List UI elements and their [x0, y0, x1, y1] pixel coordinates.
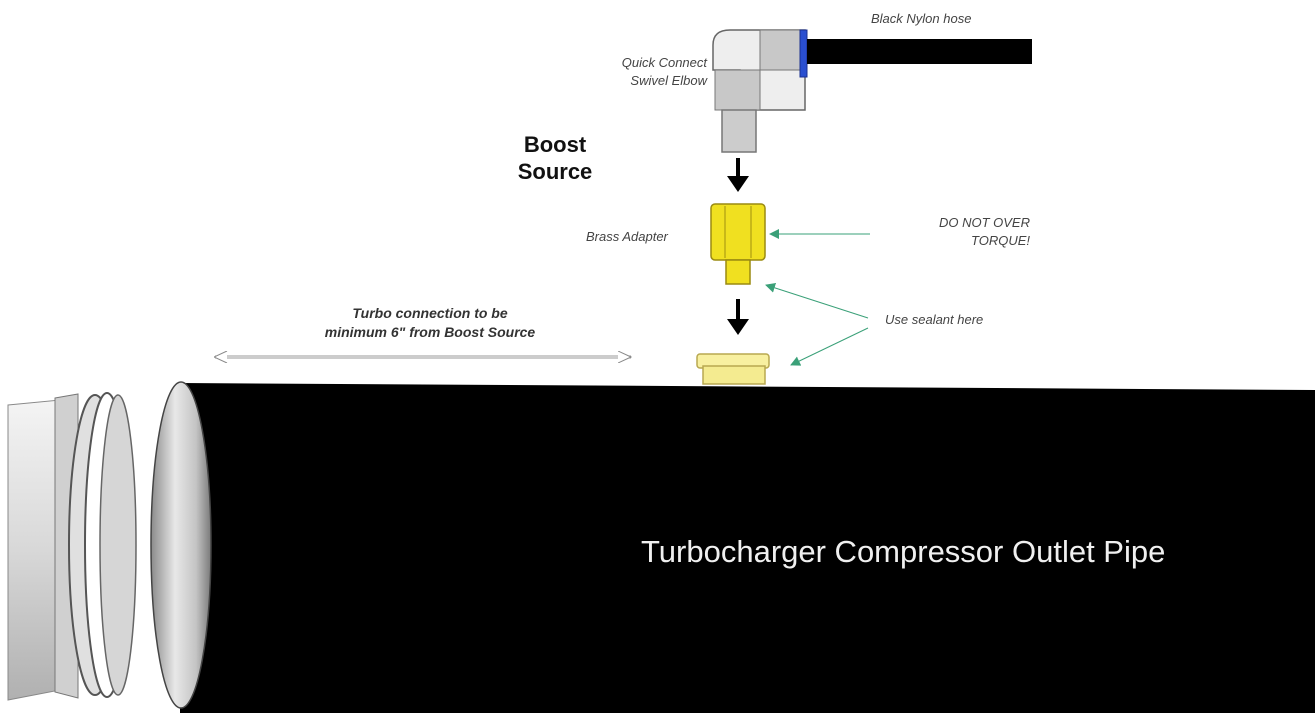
torque-label-line1: DO NOT OVER — [938, 215, 1030, 230]
torque-label-line2: TORQUE! — [971, 233, 1030, 248]
sealant-arrow-upper — [765, 283, 869, 319]
elbow-label-line2: Swivel Elbow — [630, 73, 707, 88]
pipe-label: Turbocharger Compressor Outlet Pipe — [641, 534, 1166, 569]
swivel-elbow-fitting — [712, 29, 808, 153]
down-arrow-elbow — [727, 158, 749, 192]
nylon-hose — [807, 39, 1032, 64]
turbo-distance-label: Turbo connection to be minimum 6" from B… — [260, 304, 600, 342]
sealant-label: Use sealant here — [885, 312, 984, 327]
brass-adapter-fitting — [710, 203, 766, 285]
boost-label-line1: Boost — [523, 132, 587, 157]
pipe-coupler — [7, 392, 137, 701]
down-arrow-adapter — [727, 299, 749, 335]
hose-label: Black Nylon hose — [871, 11, 972, 26]
torque-warning-label: DO NOT OVER TORQUE! — [870, 214, 1030, 250]
turbo-label-line2: minimum 6" from Boost Source — [324, 324, 536, 340]
outlet-pipe — [7, 381, 1315, 713]
elbow-label-line1: Quick Connect — [621, 55, 707, 70]
elbow-label: Quick Connect Swivel Elbow — [582, 54, 707, 90]
boost-label-line2: Source — [517, 159, 593, 184]
turbo-label-line1: Turbo connection to be — [352, 305, 508, 321]
sealant-arrow-lower — [790, 327, 869, 366]
boost-source-label: Boost Source — [500, 131, 610, 185]
brass-adapter-label: Brass Adapter — [586, 229, 668, 244]
weld-bung — [696, 353, 770, 385]
